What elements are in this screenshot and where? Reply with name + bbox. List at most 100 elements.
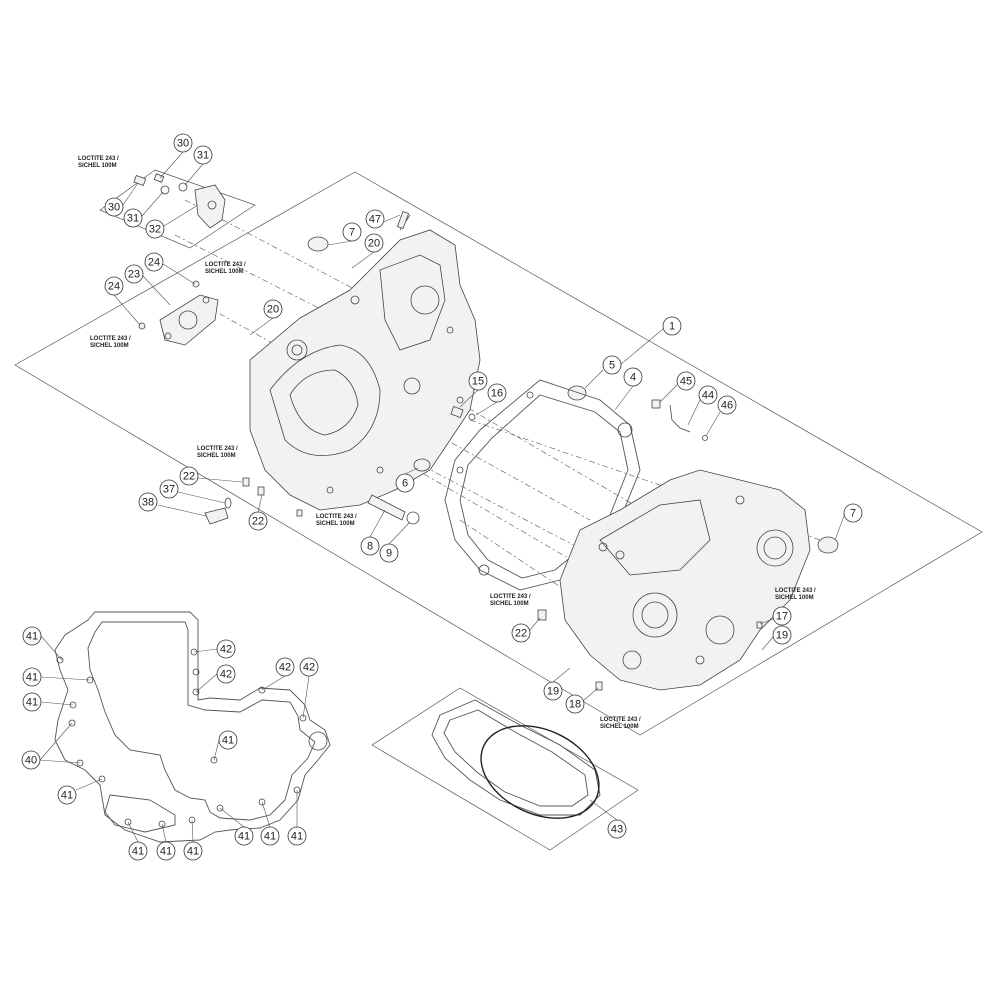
callout-number: 19 [776, 630, 788, 642]
callout-circle [468, 371, 488, 391]
callout-circle [395, 473, 415, 493]
callout-number: 41 [26, 697, 38, 709]
bushing-5 [567, 385, 587, 401]
callout-circle [275, 657, 295, 677]
callout-circle [360, 536, 380, 556]
note-line-1: LOCTITE 243 / [600, 717, 641, 723]
callout-number: 30 [108, 202, 120, 214]
callout-number: 19 [547, 686, 559, 698]
bushing-6 [413, 458, 431, 472]
callout-number: 37 [163, 484, 175, 496]
callout-16: 16 [487, 383, 507, 403]
callout-41: 41 [22, 626, 42, 646]
callout-15: 15 [468, 371, 488, 391]
bushing-7-top [307, 236, 329, 252]
callout-circle [843, 503, 863, 523]
callout-number: 20 [267, 304, 279, 316]
callout-number: 17 [776, 611, 788, 623]
callout-number: 38 [142, 497, 154, 509]
breather-fitting [651, 399, 708, 441]
callout-circle [379, 543, 399, 563]
callout-circle [342, 222, 362, 242]
callout-41: 41 [183, 841, 203, 861]
callout-46: 46 [717, 395, 737, 415]
callout-41: 41 [22, 667, 42, 687]
callout-number: 41 [238, 831, 250, 843]
callout-number: 20 [368, 238, 380, 250]
bushing-7-right [817, 536, 839, 554]
callout-circle [104, 276, 124, 296]
callout-30: 30 [104, 197, 124, 217]
callout-8: 8 [360, 536, 380, 556]
callout-number: 18 [569, 699, 581, 711]
callout-41: 41 [128, 841, 148, 861]
loctite-note: LOCTITE 243 /SICHEL 100M [490, 594, 531, 607]
callout-45: 45 [676, 371, 696, 391]
callout-circle [138, 492, 158, 512]
callout-circle [234, 826, 254, 846]
callout-circle [543, 681, 563, 701]
callout-number: 24 [108, 281, 120, 293]
callout-number: 23 [128, 269, 140, 281]
callout-41: 41 [260, 826, 280, 846]
cover-plate-23 [138, 280, 219, 346]
callout-circle [123, 208, 143, 228]
callout-circle [676, 371, 696, 391]
note-line-2: SICHEL 100M [490, 601, 529, 607]
callout-number: 42 [303, 662, 315, 674]
cover-gasket-large [54, 611, 331, 843]
callout-22: 22 [179, 466, 199, 486]
callout-circle [179, 466, 199, 486]
callout-40: 40 [21, 750, 41, 770]
loctite-note: LOCTITE 243 /SICHEL 100M [78, 156, 119, 169]
callout-37: 37 [159, 479, 179, 499]
loctite-note: LOCTITE 243 /SICHEL 100M [316, 514, 357, 527]
callout-number: 42 [279, 662, 291, 674]
callout-circle [287, 826, 307, 846]
callout-number: 4 [630, 372, 636, 384]
callout-circle [22, 692, 42, 712]
right-crankcase-half [537, 469, 811, 691]
gasket-set-43 [431, 699, 601, 819]
shaft-8-oring-9 [367, 494, 420, 525]
note-line-2: SICHEL 100M [600, 724, 639, 730]
callout-circle [124, 264, 144, 284]
callout-circle [21, 750, 41, 770]
callout-38: 38 [138, 492, 158, 512]
callout-number: 47 [369, 214, 381, 226]
callout-number: 41 [132, 846, 144, 858]
note-line-1: LOCTITE 243 / [775, 588, 816, 594]
callout-number: 22 [515, 628, 527, 640]
callout-circle [698, 385, 718, 405]
callout-circle [57, 785, 77, 805]
main-assembly-frame [14, 171, 983, 736]
loctite-note: LOCTITE 243 /SICHEL 100M [600, 717, 641, 730]
note-line-1: LOCTITE 243 / [78, 156, 119, 162]
sensor-assembly-frame [99, 169, 256, 249]
callout-number: 42 [220, 644, 232, 656]
callout-20: 20 [364, 233, 384, 253]
callout-number: 16 [491, 388, 503, 400]
callout-6: 6 [395, 473, 415, 493]
callout-circle [662, 316, 682, 336]
callout-circle [299, 657, 319, 677]
callout-number: 42 [220, 669, 232, 681]
callout-41: 41 [218, 730, 238, 750]
callout-number: 1 [669, 321, 675, 333]
callout-number: 41 [264, 831, 276, 843]
callout-circle [104, 197, 124, 217]
callout-number: 32 [149, 224, 161, 236]
callout-number: 41 [187, 846, 199, 858]
callout-41: 41 [22, 692, 42, 712]
small-fasteners-left [204, 477, 303, 525]
callout-circle [565, 694, 585, 714]
note-line-2: SICHEL 100M [205, 269, 244, 275]
callout-number: 22 [252, 516, 264, 528]
callout-24: 24 [104, 276, 124, 296]
note-line-2: SICHEL 100M [78, 163, 117, 169]
callout-circle [22, 626, 42, 646]
loctite-note: LOCTITE 243 /SICHEL 100M [205, 262, 246, 275]
callout-circle [173, 133, 193, 153]
callout-circle [602, 355, 622, 375]
